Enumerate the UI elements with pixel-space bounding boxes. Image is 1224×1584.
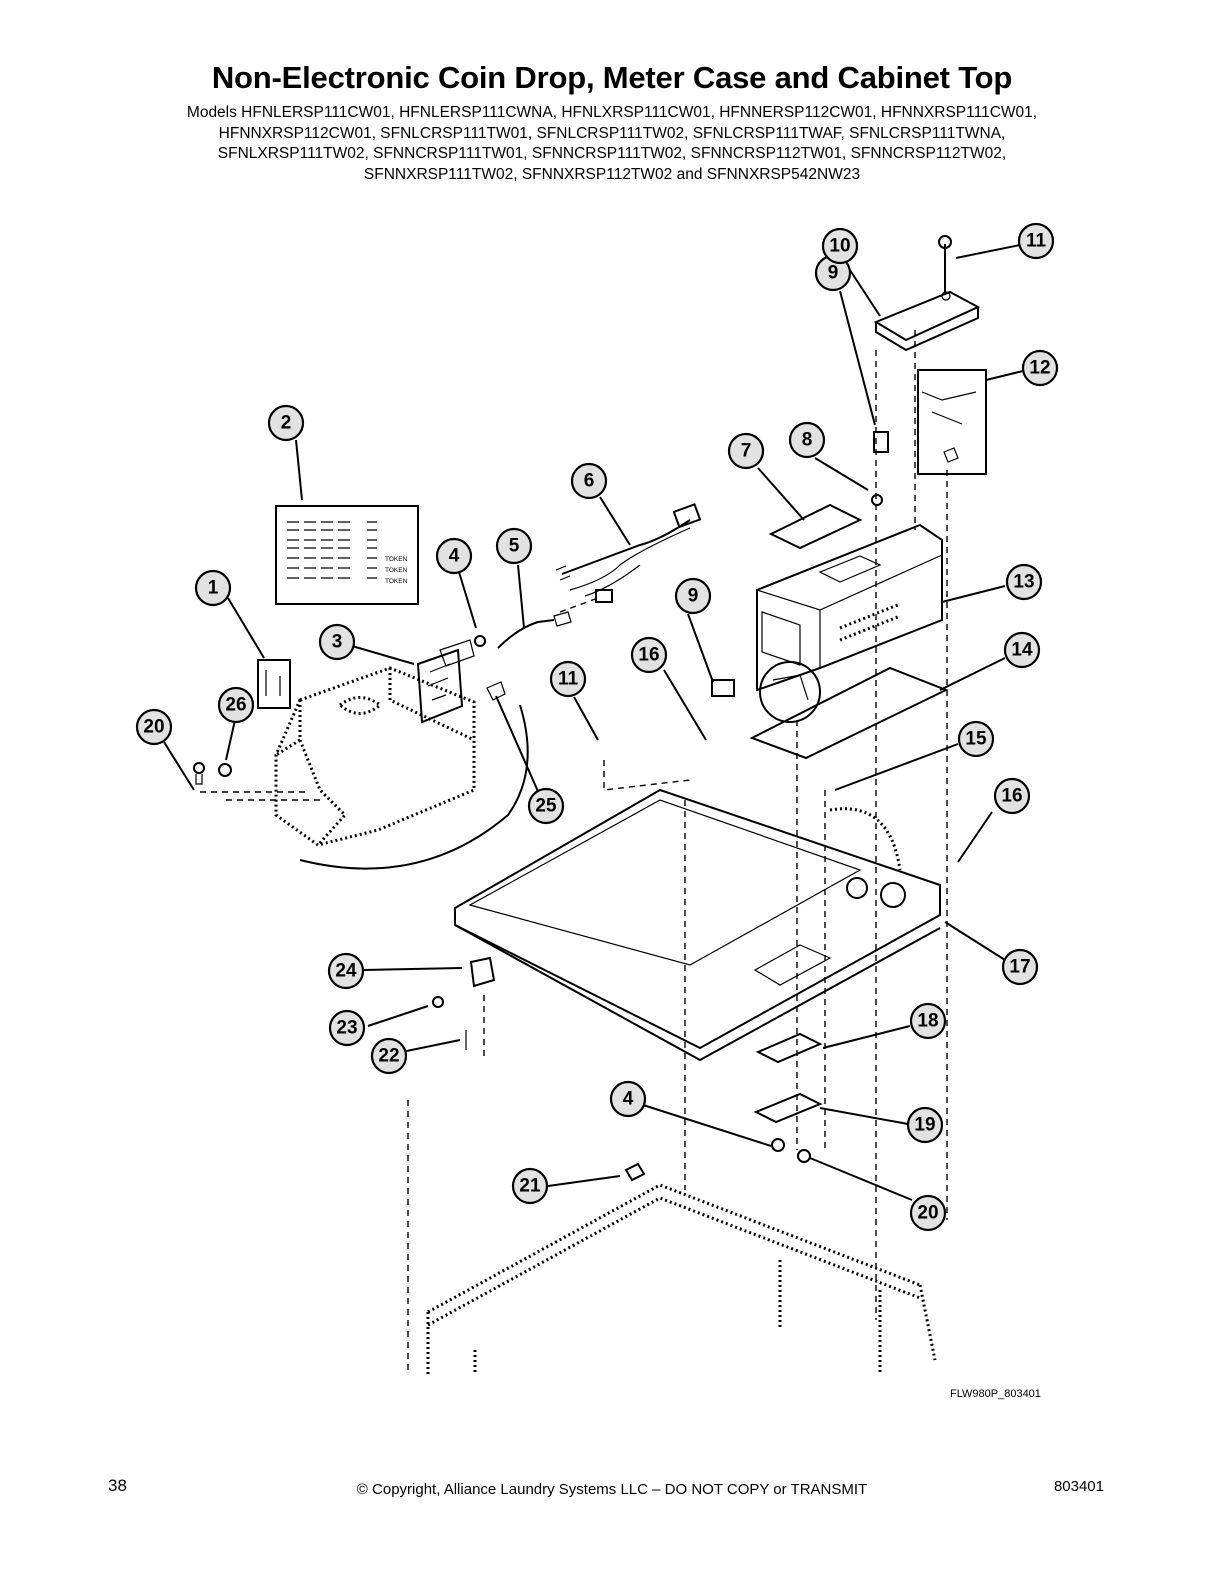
- callout-15: 15: [957, 720, 995, 758]
- svg-text:1: 1: [208, 578, 219, 599]
- leader-lines: [163, 244, 1028, 1201]
- callout-1: 1: [194, 569, 232, 607]
- svg-text:23: 23: [336, 1018, 357, 1039]
- callout-12: 12: [1021, 349, 1059, 387]
- svg-text:4: 4: [623, 1089, 634, 1110]
- svg-text:11: 11: [1026, 231, 1047, 252]
- svg-text:22: 22: [378, 1046, 399, 1067]
- svg-text:4: 4: [449, 546, 460, 567]
- alignment-lines: [407, 330, 948, 1375]
- svg-text:3: 3: [332, 632, 343, 653]
- svg-text:10: 10: [829, 236, 850, 257]
- svg-text:18: 18: [917, 1011, 938, 1032]
- callout-23: 23: [328, 1009, 366, 1047]
- callout-16b: 16: [993, 777, 1031, 815]
- copyright-notice: © Copyright, Alliance Laundry Systems LL…: [356, 1481, 868, 1498]
- svg-text:14: 14: [1011, 640, 1033, 661]
- svg-text:16: 16: [1001, 786, 1022, 807]
- coin-drop-assembly: [193, 611, 572, 870]
- token-label: TOKEN: [385, 556, 408, 563]
- svg-text:25: 25: [535, 796, 557, 817]
- svg-text:12: 12: [1029, 358, 1050, 379]
- svg-text:13: 13: [1013, 572, 1034, 593]
- meter-case-part: [711, 431, 943, 723]
- svg-text:11: 11: [558, 669, 579, 690]
- callout-19: 19: [906, 1106, 944, 1144]
- bracket-part: [917, 369, 987, 475]
- svg-text:24: 24: [335, 961, 357, 982]
- callout-7: 7: [727, 432, 765, 470]
- cabinet-top-part: [454, 788, 941, 1062]
- callout-26: 26: [217, 686, 255, 724]
- wire-harness-part: [555, 503, 702, 613]
- svg-text:20: 20: [917, 1203, 938, 1224]
- page-number: 38: [108, 1476, 127, 1495]
- label-card-part: TOKEN TOKEN TOKEN: [275, 505, 419, 605]
- callout-4: 4: [435, 537, 473, 575]
- svg-text:6: 6: [584, 471, 595, 492]
- callout-11: 11: [1017, 222, 1055, 260]
- svg-text:21: 21: [519, 1176, 541, 1197]
- callout-20b: 20: [135, 708, 173, 746]
- callout-16: 16: [630, 636, 668, 674]
- svg-text:8: 8: [802, 430, 813, 451]
- model-line: SFNNXRSP111TW02, SFNNXRSP112TW02 and SFN…: [363, 165, 861, 183]
- callout-13: 13: [1005, 563, 1043, 601]
- callout-10: 10: [821, 227, 859, 265]
- callout-9b: 9: [674, 577, 712, 615]
- svg-text:5: 5: [509, 536, 520, 557]
- callout-22: 22: [370, 1037, 408, 1075]
- model-line: Models HFNLERSP111CW01, HFNLERSP111CWNA,…: [186, 104, 1038, 121]
- callout-21: 21: [511, 1167, 549, 1205]
- callout-25: 25: [527, 787, 565, 825]
- callout-18: 18: [909, 1002, 947, 1040]
- svg-text:2: 2: [281, 413, 292, 434]
- svg-text:7: 7: [741, 441, 752, 462]
- callout-2: 2: [267, 404, 305, 442]
- svg-text:15: 15: [965, 729, 987, 750]
- callout-11b: 11: [549, 660, 587, 698]
- token-label: TOKEN: [385, 567, 408, 574]
- callout-20: 20: [909, 1194, 947, 1232]
- svg-text:19: 19: [914, 1115, 935, 1136]
- callout-3: 3: [318, 623, 356, 661]
- cabinet-frame-outline: [426, 1183, 937, 1375]
- svg-text:9: 9: [688, 586, 699, 607]
- meter-cover-part: [873, 235, 981, 352]
- svg-text:9: 9: [828, 263, 839, 284]
- document-number: 803401: [1053, 1478, 1104, 1495]
- meter-label-part: [768, 503, 863, 550]
- callout-24: 24: [327, 952, 365, 990]
- callout-5: 5: [495, 527, 533, 565]
- page-title: Non-Electronic Coin Drop, Meter Case and…: [211, 60, 1013, 95]
- svg-text:26: 26: [225, 695, 246, 716]
- callout-8: 8: [788, 421, 826, 459]
- callout-17: 17: [1001, 948, 1039, 986]
- model-line: HFNNXRSP112CW01, SFNLCRSP111TW01, SFNLCR…: [218, 124, 1006, 142]
- callout-6: 6: [570, 462, 608, 500]
- svg-text:20: 20: [143, 717, 164, 738]
- svg-text:17: 17: [1009, 957, 1030, 978]
- callout-4b: 4: [609, 1080, 647, 1118]
- model-line: SFNLXRSP111TW02, SFNNCRSP111TW01, SFNNCR…: [217, 145, 1007, 162]
- token-label: TOKEN: [385, 578, 408, 585]
- mounting-plate-part: [749, 666, 949, 760]
- callout-14: 14: [1003, 631, 1041, 669]
- lower-hardware-parts: [432, 956, 823, 1182]
- svg-text:16: 16: [638, 645, 659, 666]
- figure-id: FLW980P_803401: [950, 1388, 1041, 1400]
- model-list: Models HFNLERSP111CW01, HFNLERSP111CWNA,…: [90, 103, 1134, 185]
